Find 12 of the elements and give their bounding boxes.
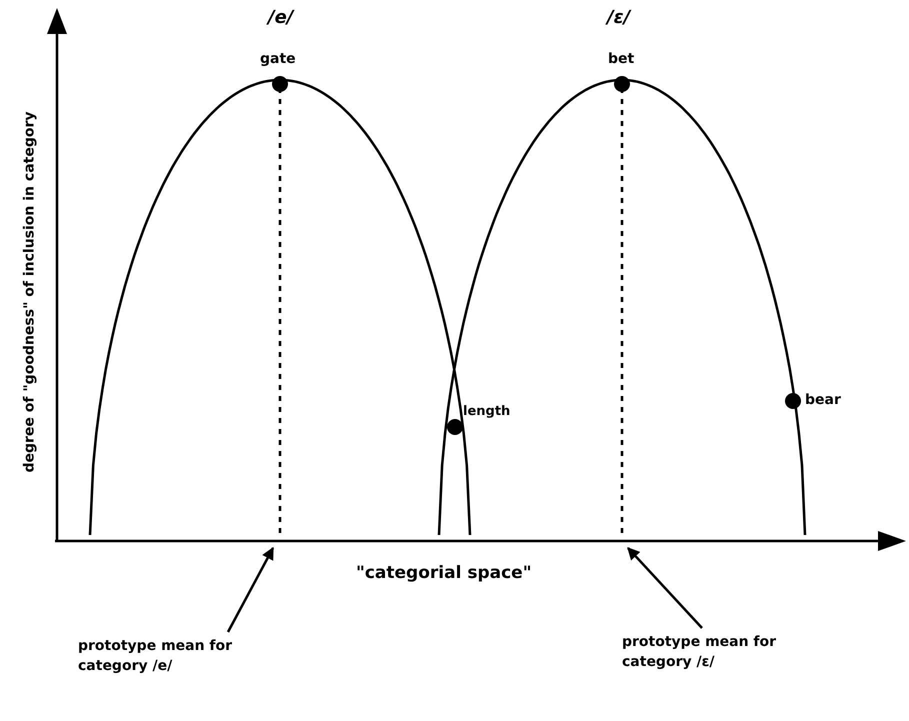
callout-text: prototype mean for category /e/ — [78, 636, 248, 677]
leader-arrow — [226, 546, 274, 633]
label-text: gate — [260, 52, 296, 68]
label-text: "categorial space" — [356, 564, 532, 583]
label-text: bet — [608, 52, 634, 68]
label-text: /e/ — [268, 8, 294, 28]
label-text: bear — [805, 393, 841, 408]
label-text: length — [463, 405, 510, 420]
label-text: /ɛ/ — [607, 8, 630, 28]
axis-title: degree of "goodness" of inclusion in category — [22, 112, 38, 472]
callout-text: prototype mean for category /ɛ/ — [622, 632, 792, 673]
leader-arrow — [627, 547, 703, 629]
